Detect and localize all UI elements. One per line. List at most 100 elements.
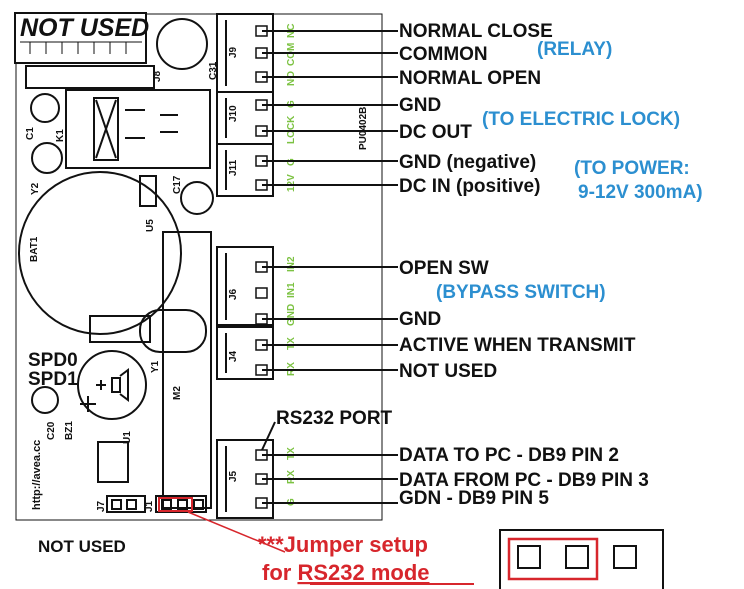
y2-label: Y2 bbox=[30, 182, 41, 195]
j9-label: J9 bbox=[228, 46, 239, 58]
data-from-pc-label: DATA FROM PC - DB9 PIN 3 bbox=[399, 470, 649, 491]
c17-cap bbox=[180, 181, 214, 215]
j4-label: J4 bbox=[228, 350, 239, 362]
data-to-pc-label: DATA TO PC - DB9 PIN 2 bbox=[399, 445, 619, 466]
jumper-mode-line: for RS232 mode bbox=[262, 560, 430, 585]
plus-sign bbox=[80, 396, 96, 412]
normal-close-label: NORMAL CLOSE bbox=[399, 21, 553, 42]
c20-label: C20 bbox=[46, 421, 57, 440]
inset-frame bbox=[499, 529, 664, 589]
pin-j6-gnd: GND bbox=[286, 304, 297, 326]
speaker-icon bbox=[96, 368, 129, 402]
j7-header bbox=[106, 495, 146, 513]
k1-relay bbox=[65, 89, 211, 169]
u1-chip bbox=[97, 441, 129, 483]
pin-j5-rx: RX bbox=[286, 470, 297, 484]
not-used-bottom-label: NOT USED bbox=[38, 537, 126, 556]
not-used-header-top: NOT USED bbox=[14, 12, 149, 64]
not-used-top-label: NOT USED bbox=[20, 14, 149, 42]
pin-j9-no: NO bbox=[286, 71, 297, 86]
u1-label: U1 bbox=[122, 431, 133, 444]
y1-crystal bbox=[139, 309, 207, 353]
pin-j10-lock: LOCK bbox=[286, 115, 297, 144]
common-label: COMMON bbox=[399, 44, 488, 65]
website-label: http://avea.cc bbox=[31, 440, 43, 510]
rs232-port-label: RS232 PORT bbox=[276, 408, 393, 429]
buzzer-circle bbox=[156, 18, 208, 70]
terminal-screws bbox=[255, 25, 268, 509]
pin-j6-in2: IN2 bbox=[286, 256, 297, 272]
c1-label: C1 bbox=[25, 127, 36, 140]
notch bbox=[89, 315, 151, 343]
battery-holder bbox=[18, 171, 182, 335]
j8-label: J8 bbox=[152, 70, 163, 82]
c20-cap bbox=[31, 386, 59, 414]
c1-cap bbox=[30, 93, 60, 123]
spd1-label: SPD1 bbox=[28, 369, 78, 390]
j5-label: J5 bbox=[228, 470, 239, 482]
not-used-j4-label: NOT USED bbox=[399, 361, 497, 382]
gdn-db9-label: GDN - DB9 PIN 5 bbox=[399, 488, 549, 509]
normal-open-label: NORMAL OPEN bbox=[399, 68, 541, 89]
u5-label: U5 bbox=[145, 219, 156, 232]
to-electric-lock-label: (TO ELECTRIC LOCK) bbox=[482, 109, 680, 130]
gnd-sw-label: GND bbox=[399, 309, 441, 330]
bypass-switch-label: (BYPASS SWITCH) bbox=[436, 282, 606, 303]
j7-label: J7 bbox=[96, 500, 107, 512]
pin-j4-tx: TX bbox=[286, 337, 297, 350]
model-label: PU0402B bbox=[358, 107, 369, 150]
y1-label: Y1 bbox=[150, 360, 161, 373]
jumper-headers: J7 J1 bbox=[96, 495, 207, 513]
j1-jumper-highlight bbox=[158, 497, 193, 512]
power-spec-label: 9-12V 300mA) bbox=[578, 182, 703, 203]
leader-lines bbox=[261, 30, 398, 504]
jumper-pointer-line bbox=[187, 511, 286, 553]
pin-j9-com: COM bbox=[286, 43, 297, 66]
y2-crystal bbox=[31, 142, 63, 174]
header-pins bbox=[20, 41, 142, 54]
j1-label: J1 bbox=[144, 500, 155, 512]
inset-pin-3 bbox=[613, 545, 637, 569]
j6-block bbox=[216, 246, 274, 326]
j10-label: J10 bbox=[228, 105, 239, 122]
c31-label: C31 bbox=[208, 61, 219, 80]
active-transmit-label: ACTIVE WHEN TRANSMIT bbox=[399, 335, 636, 356]
inset-jumper-highlight bbox=[507, 537, 599, 581]
rs232-mode-text: RS232 mode bbox=[297, 560, 429, 585]
j8-connector bbox=[25, 65, 155, 89]
dc-in-label: DC IN (positive) bbox=[399, 176, 540, 197]
gnd-lock-label: GND bbox=[399, 95, 441, 116]
dc-out-label: DC OUT bbox=[399, 122, 472, 143]
k1-label: K1 bbox=[55, 129, 66, 142]
not-used-box-top bbox=[14, 12, 147, 64]
spd0-label: SPD0 bbox=[28, 350, 78, 371]
open-sw-label: OPEN SW bbox=[399, 258, 489, 279]
pin-j4-rx: RX bbox=[286, 362, 297, 376]
pin-j6-in1: IN1 bbox=[286, 282, 297, 298]
pin-j5-tx: TX bbox=[286, 447, 297, 460]
relay-contacts bbox=[95, 99, 178, 159]
components: J8 C31 C1 K1 Y2 BAT1 U5 C17 Y1 M2 C20 BZ… bbox=[18, 18, 369, 510]
jumper-setup-label: ***Jumper setup bbox=[258, 532, 428, 557]
c17-label: C17 bbox=[172, 175, 183, 194]
j11-label: J11 bbox=[228, 159, 239, 176]
jumper-inset bbox=[499, 529, 664, 589]
inset-pin-1 bbox=[517, 545, 541, 569]
u5-chip bbox=[139, 175, 157, 207]
bz1-buzzer bbox=[77, 350, 147, 420]
for-text: for bbox=[262, 560, 297, 585]
bz1-label: BZ1 bbox=[64, 421, 75, 440]
j11-block bbox=[216, 143, 274, 197]
bat1-label: BAT1 bbox=[29, 236, 40, 262]
j6-label: J6 bbox=[228, 288, 239, 300]
inset-pin-2 bbox=[565, 545, 589, 569]
gnd-negative-label: GND (negative) bbox=[399, 152, 536, 173]
to-power-label: (TO POWER: bbox=[574, 158, 690, 179]
m2-label: M2 bbox=[172, 386, 183, 400]
pin-j11-12v: 12V bbox=[286, 174, 297, 192]
terminal-blocks: J9 J10 J11 J6 J4 J5 NC COM NO G LOCK G 1… bbox=[216, 13, 297, 519]
j4-block bbox=[216, 326, 274, 380]
relay-label: (RELAY) bbox=[537, 39, 612, 60]
relay-coil bbox=[93, 97, 119, 161]
